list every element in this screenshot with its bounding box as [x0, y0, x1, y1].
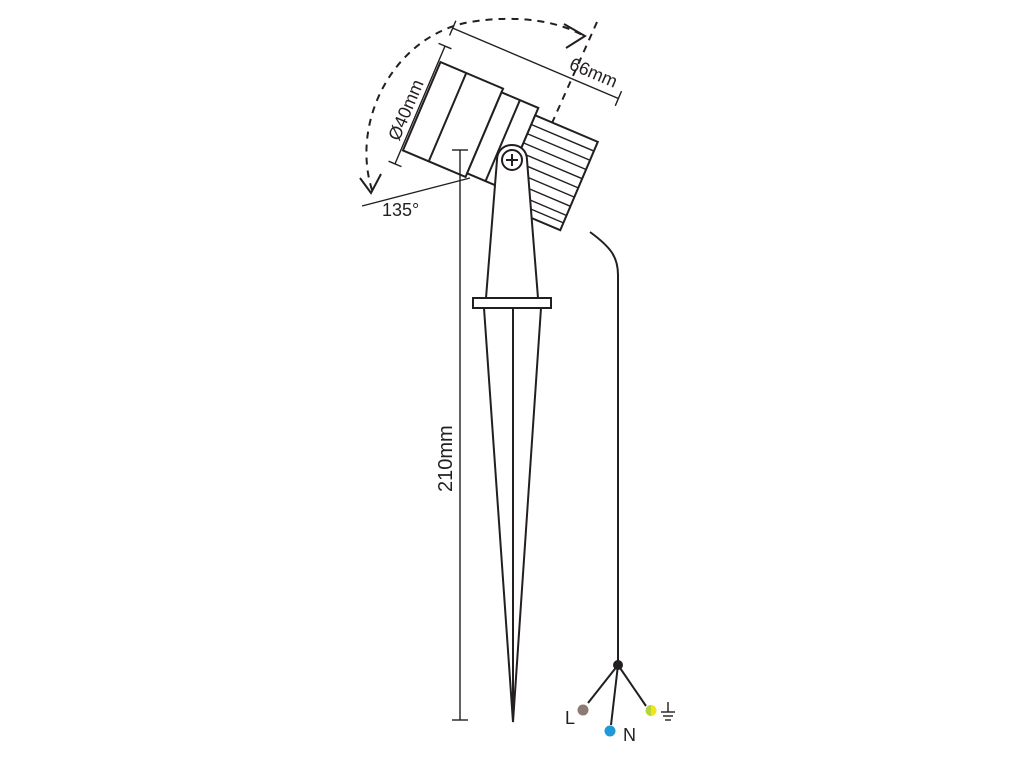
rotation-arc	[365, 17, 585, 191]
lamp-collar-line	[484, 99, 521, 182]
power-cable	[587, 231, 647, 726]
live-terminal-dot	[577, 704, 589, 716]
wire-live	[587, 664, 619, 704]
diameter-tick-b	[438, 42, 452, 50]
length-dimension-tick-left	[448, 20, 457, 36]
height-label: 210mm	[435, 425, 457, 492]
live-label: L	[565, 708, 575, 728]
lamp-front-ring-line	[427, 72, 468, 162]
height-dimension: 210mm	[435, 149, 468, 721]
mounting-bracket	[472, 144, 552, 309]
length-dimension-tick-right	[614, 90, 623, 107]
angle-reference-line-lower	[361, 177, 471, 207]
wire-terminals: L N	[565, 702, 675, 745]
cable-line	[589, 231, 619, 665]
neutral-label: N	[623, 725, 636, 745]
wire-earth	[617, 664, 647, 707]
ground-spike	[482, 307, 543, 723]
length-label: 66mm	[567, 54, 621, 92]
length-dimension-line	[452, 27, 619, 100]
bracket-arm	[484, 144, 540, 299]
diameter-dimension-line	[394, 45, 446, 165]
angle-reference-line-upper	[539, 21, 598, 151]
spike-flange	[472, 297, 552, 309]
wire-neutral	[610, 664, 619, 726]
angle-label: 135°	[382, 200, 419, 220]
earth-ground-icon	[661, 702, 675, 721]
diameter-tick-a	[388, 160, 402, 168]
neutral-terminal-dot	[604, 725, 616, 737]
arc-arrowhead-top-icon	[563, 23, 587, 49]
arc-arrowhead-bottom-icon	[359, 173, 382, 195]
earth-terminal-dot	[645, 705, 657, 716]
rotation-angle-indicator: 135°	[359, 17, 598, 220]
